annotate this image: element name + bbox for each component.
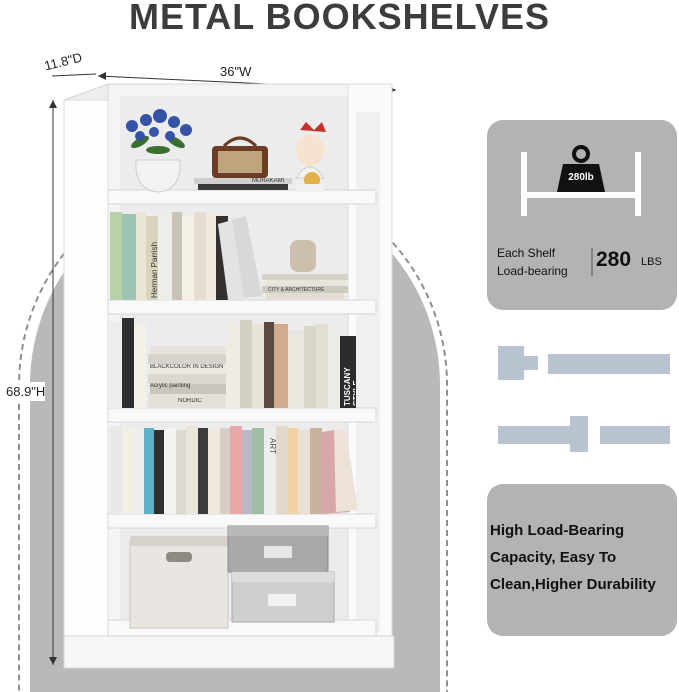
- connector-diagrams: [498, 346, 670, 452]
- weight-icon: [557, 145, 605, 192]
- book-spine: Herman Parrish: [150, 241, 159, 298]
- load-label-line1: Each Shelf: [497, 246, 556, 260]
- page-title: METAL BOOKSHELVES: [128, 0, 551, 37]
- book-spine: Acrylic painting: [150, 383, 191, 389]
- width-label: 36"W: [220, 64, 252, 79]
- load-unit: LBS: [641, 256, 662, 268]
- book-spine: BLACKCOLOR IN DESIGN: [150, 364, 224, 370]
- feature-line1: High Load-Bearing: [490, 522, 625, 539]
- book-spine: TUSCANY STYLE: [343, 367, 355, 406]
- feature-line2: Capacity, Easy To: [490, 549, 617, 566]
- book-spine: NORDIC: [178, 398, 202, 404]
- height-label: 68.9"H: [6, 382, 46, 401]
- book-spine: ART: [268, 438, 277, 454]
- book-spine: MURAKAMI: [252, 178, 285, 184]
- load-label-line2: Load-bearing: [497, 264, 568, 278]
- book-spine: CITY & ARCHITECTURE: [268, 287, 325, 293]
- load-bar-diagram: [521, 145, 641, 276]
- feature-card: [487, 484, 677, 636]
- feature-line3: Clean,Higher Durability: [490, 576, 656, 593]
- load-value: 280: [596, 248, 632, 271]
- weight-badge: 280lb: [568, 172, 594, 183]
- load-bearing-card: [487, 120, 677, 310]
